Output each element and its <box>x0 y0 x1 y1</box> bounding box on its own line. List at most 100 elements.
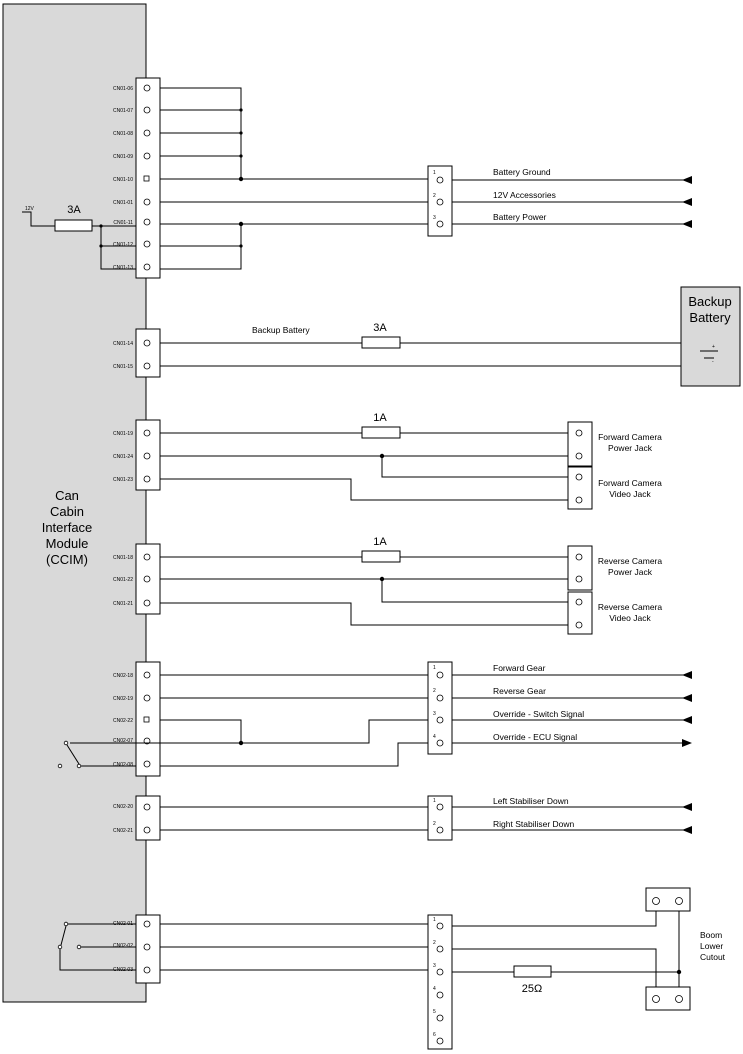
conn-number: 2 <box>433 940 436 946</box>
boom-line-3: Cutout <box>700 952 726 962</box>
pin-label: CN01-19 <box>113 431 133 437</box>
conn-number: 3 <box>433 215 436 221</box>
main-fuse <box>54 219 93 232</box>
boom-resistor <box>513 965 552 978</box>
fwd-video-line-1: Forward Camera <box>598 478 662 488</box>
stabiliser-section: 1 2 Left Stabiliser Down Right Stabilise… <box>160 795 692 841</box>
conn-number: 4 <box>433 734 436 740</box>
resistor-label: 25Ω <box>522 983 542 995</box>
battery-plus: + <box>712 344 715 350</box>
conn-number: 1 <box>433 170 436 176</box>
pin-label: CN01-12 <box>113 242 133 248</box>
pin-label: CN02-19 <box>113 696 133 702</box>
battery-ground-label: Battery Ground <box>493 167 551 177</box>
reverse-cam-fuse <box>361 550 401 563</box>
fwd-power-line-2: Power Jack <box>608 443 653 453</box>
pin-label: CN01-23 <box>113 477 133 483</box>
battery-minus: - <box>712 359 714 365</box>
forward-gear-label: Forward Gear <box>493 663 546 673</box>
boom-connector <box>427 914 453 1050</box>
ccim-line-4: Module <box>46 536 89 551</box>
conn-number: 5 <box>433 1009 436 1015</box>
pin-label: CN02-18 <box>113 673 133 679</box>
conn-number: 2 <box>433 193 436 199</box>
ccim-connector-5: CN02-18 CN02-19 CN02-22 CN02-07 CN02-08 <box>113 661 161 777</box>
pin-label: CN01-07 <box>113 108 133 114</box>
backup-fuse-label: 3A <box>373 322 387 334</box>
conn-number: 1 <box>433 665 436 671</box>
ccim-module: Can Cabin Interface Module (CCIM) <box>2 3 147 1003</box>
forward-power-jack <box>567 421 593 467</box>
backup-battery-line-2: Battery <box>689 310 731 325</box>
reverse-camera-section: 1A Reverse Camera Power Jack Reverse Cam… <box>160 536 663 635</box>
reverse-cam-fuse-label: 1A <box>373 536 387 548</box>
pin-label: CN01-06 <box>113 86 133 92</box>
reverse-power-jack <box>567 545 593 591</box>
power-section: 12V 3A 1 2 3 Battery Ground 12V Accessor… <box>22 87 692 270</box>
conn-number: 1 <box>433 798 436 804</box>
left-stabiliser-label: Left Stabiliser Down <box>493 796 569 806</box>
rev-video-line-2: Video Jack <box>609 613 651 623</box>
pin-label: CN02-22 <box>113 718 133 724</box>
pin-label: CN01-14 <box>113 341 133 347</box>
backup-fuse <box>361 336 401 349</box>
pin-label: CN02-07 <box>113 738 133 744</box>
conn-number: 3 <box>433 963 436 969</box>
stabiliser-connector <box>427 795 453 841</box>
rev-power-line-1: Reverse Camera <box>598 556 663 566</box>
ccim-connector-6: CN02-20 CN02-21 <box>113 795 161 841</box>
fwd-video-line-2: Video Jack <box>609 489 651 499</box>
forward-camera-section: 1A Forward Camera Power Jack Forward Cam… <box>160 412 662 510</box>
boom-line-1: Boom <box>700 930 722 940</box>
battery-power-label: Battery Power <box>493 212 547 222</box>
pin-label: CN02-08 <box>113 762 133 768</box>
accessories-label: 12V Accessories <box>493 190 556 200</box>
ccim-pin-terminals <box>143 84 151 974</box>
forward-cam-fuse-label: 1A <box>373 412 387 424</box>
ccim-line-2: Cabin <box>50 504 84 519</box>
ccim-line-5: (CCIM) <box>46 552 88 567</box>
ccim-line-3: Interface <box>42 520 93 535</box>
conn-number: 6 <box>433 1032 436 1038</box>
pin-label: CN01-13 <box>113 265 133 271</box>
pin-label: CN01-01 <box>113 200 133 206</box>
pin-label: CN01-22 <box>113 577 133 583</box>
rev-power-line-2: Power Jack <box>608 567 653 577</box>
reverse-gear-label: Reverse Gear <box>493 686 546 696</box>
boom-switch-top <box>645 887 691 912</box>
pin-label: CN01-24 <box>113 454 133 460</box>
pin-label: CN02-20 <box>113 804 133 810</box>
rev-video-line-1: Reverse Camera <box>598 602 663 612</box>
pin-label: CN01-15 <box>113 364 133 370</box>
pin-label: CN01-09 <box>113 154 133 160</box>
backup-battery-line-1: Backup <box>688 294 731 309</box>
pin-label: CN01-10 <box>113 177 133 183</box>
pin-label: CN02-21 <box>113 828 133 834</box>
conn-number: 4 <box>433 986 436 992</box>
boom-switch-bottom <box>645 986 691 1011</box>
conn-number: 2 <box>433 688 436 694</box>
forward-cam-fuse <box>361 426 401 439</box>
boom-line-2: Lower <box>700 941 723 951</box>
main-fuse-label: 3A <box>67 204 81 216</box>
fwd-power-line-1: Forward Camera <box>598 432 662 442</box>
pin-label: CN01-18 <box>113 555 133 561</box>
ccim-connector-4: CN01-18 CN01-22 CN01-21 <box>113 543 161 615</box>
pin-label: CN01-11 <box>113 220 133 226</box>
supply-label: 12V <box>25 206 35 212</box>
ccim-connector-3: CN01-19 CN01-24 CN01-23 <box>113 419 161 491</box>
gear-override-section: 1 2 3 4 Forward Gear Reverse Gear Overri… <box>57 661 692 769</box>
gear-connector <box>427 661 453 755</box>
pin-label: CN01-21 <box>113 601 133 607</box>
backup-battery-box <box>680 286 741 387</box>
conn-number: 2 <box>433 821 436 827</box>
conn-number: 1 <box>433 917 436 923</box>
pin-label: CN01-08 <box>113 131 133 137</box>
pin-label: CN02-02 <box>113 943 133 949</box>
boom-cutout-section: 1 2 3 4 5 6 25Ω Boom Lower Cutout <box>57 887 726 1050</box>
override-ecu-label: Override - ECU Signal <box>493 732 577 742</box>
ccim-line-1: Can <box>55 488 79 503</box>
backup-battery-wire-label: Backup Battery <box>252 325 310 335</box>
backup-battery-section: 3A Backup Battery Backup Battery + - <box>160 286 741 387</box>
